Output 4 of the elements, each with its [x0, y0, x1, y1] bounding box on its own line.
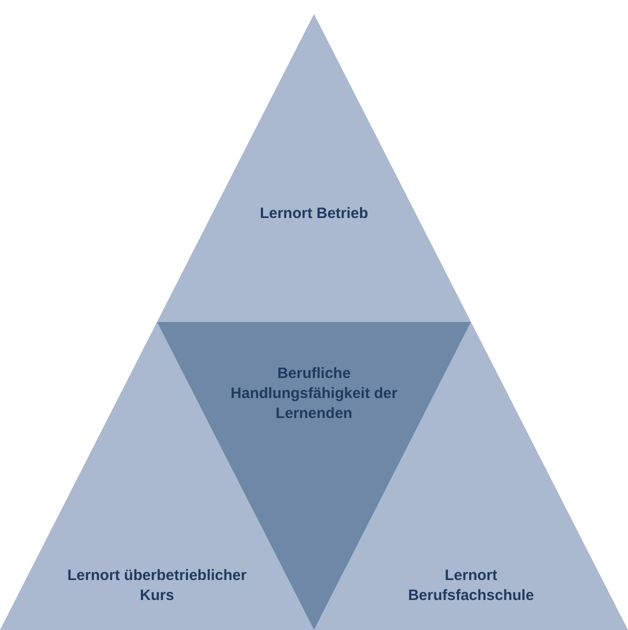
segment-label: Lernort Betrieb	[258, 204, 370, 224]
segment-label: Berufliche Handlungsfähigkeit der Lernenden	[230, 364, 398, 424]
segment-label: Lernort Berufsfachschule	[407, 566, 535, 606]
segment-label: Lernort überbetrieblicher Kurs	[67, 566, 247, 606]
